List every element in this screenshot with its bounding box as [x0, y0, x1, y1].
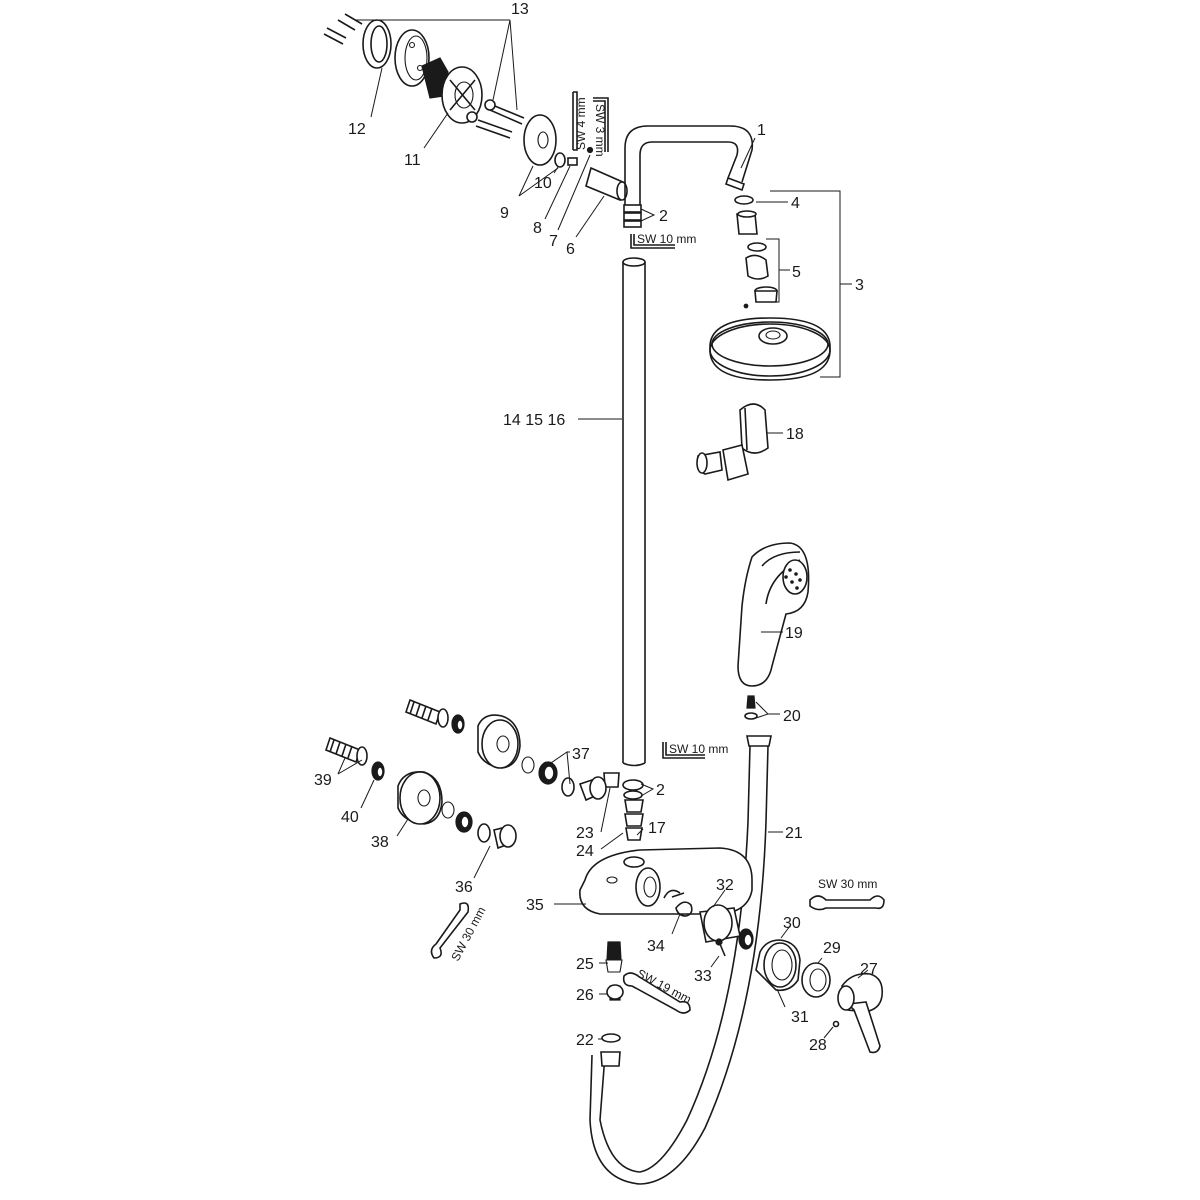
allen-key-10mm-mid: SW 10 mm: [662, 742, 728, 759]
callout-37: 37: [572, 746, 590, 763]
callout-27: 27: [860, 961, 878, 978]
callout-18: 18: [786, 426, 804, 443]
callout-19: 19: [785, 625, 803, 642]
riser-pipe: [622, 257, 646, 767]
shower-holder-slider: [696, 403, 769, 482]
callout-25: 25: [576, 956, 594, 973]
callout-12: 12: [348, 121, 366, 138]
callout-13: 13: [511, 1, 529, 18]
seal-washer: [601, 1033, 621, 1043]
callout-labels: 13 12 11 10 9 8 7 6 1 2 4 3 5 14 15 16 1…: [314, 1, 878, 1054]
callout-9: 9: [500, 205, 509, 222]
wrench-19mm: SW 19 mm: [622, 966, 694, 1014]
callout-39: 39: [314, 772, 332, 789]
stop-ring: [801, 962, 831, 998]
callout-4: 4: [791, 195, 800, 212]
tool-label-sw10-mid: SW 10 mm: [669, 742, 728, 756]
callout-33: 33: [694, 968, 712, 985]
callout-20: 20: [783, 708, 801, 725]
joint-insert: [745, 254, 769, 280]
tool-label-sw3: SW 3 mm: [593, 104, 607, 157]
shower-arm: [624, 125, 754, 205]
callout-7: 7: [549, 233, 558, 250]
hand-shower: [737, 542, 810, 687]
callout-5: 5: [792, 264, 801, 281]
hose-nut: [600, 1051, 621, 1067]
temperature-handle: [837, 972, 884, 1054]
o-ring: [554, 152, 566, 168]
pipe-connector: [603, 772, 644, 841]
callout-29: 29: [823, 940, 841, 957]
callout-1: 1: [757, 122, 766, 139]
callout-14-15-16: 14 15 16: [503, 412, 565, 429]
callout-30: 30: [783, 915, 801, 932]
callout-22: 22: [576, 1032, 594, 1049]
tool-label-sw30-left: SW 30 mm: [448, 904, 488, 963]
callout-2-mid: 2: [656, 782, 665, 799]
seal-ring: [734, 195, 754, 205]
callout-23: 23: [576, 825, 594, 842]
callout-36: 36: [455, 879, 473, 896]
thermostat-body: [579, 847, 753, 915]
callout-8: 8: [533, 220, 542, 237]
callout-21: 21: [785, 825, 803, 842]
overhead-shower-head: [709, 317, 831, 381]
callout-38: 38: [371, 834, 389, 851]
wall-bracket-assembly: [323, 13, 628, 202]
callout-6: 6: [566, 241, 575, 258]
callout-34: 34: [647, 938, 665, 955]
wrench-30mm-left: SW 30 mm: [430, 902, 489, 963]
tool-label-sw10-top: SW 10 mm: [637, 232, 696, 246]
callout-2-top: 2: [659, 208, 668, 225]
callout-17: 17: [648, 820, 666, 837]
leader-lines: [337, 19, 869, 1040]
callout-40: 40: [341, 809, 359, 826]
wrench-30mm-right: SW 30 mm: [809, 877, 885, 911]
hand-shower-filter: [744, 695, 758, 720]
fixing-screw: [489, 103, 525, 119]
callout-26: 26: [576, 987, 594, 1004]
small-screw: [586, 146, 594, 154]
allen-key-10mm-top: SW 10 mm: [630, 232, 696, 249]
callout-31: 31: [791, 1009, 809, 1026]
s-union-upper: [405, 698, 607, 802]
callout-28: 28: [809, 1037, 827, 1054]
pipe-nut: [623, 204, 642, 228]
check-valve: [605, 941, 624, 1001]
tool-label-sw4: SW 4 mm: [574, 97, 588, 150]
callout-3: 3: [855, 277, 864, 294]
callout-35: 35: [526, 897, 544, 914]
callout-32: 32: [716, 877, 734, 894]
allen-key-4mm: SW 4 mm: [572, 91, 588, 151]
allen-key-3mm: SW 3 mm: [593, 97, 609, 157]
s-union-lower: [325, 736, 517, 850]
callout-24: 24: [576, 843, 594, 860]
thermostat-cartridge: [699, 904, 754, 950]
overhead-shower-assembly: [709, 195, 831, 381]
grub-screw: [567, 157, 578, 166]
callout-11: 11: [404, 152, 421, 169]
cover-sleeve: [755, 939, 801, 992]
handle-screw: [832, 1020, 840, 1028]
screw: [323, 13, 363, 45]
callout-10: 10: [534, 175, 552, 192]
cartridge-screw: [715, 938, 726, 957]
tool-label-sw30-right: SW 30 mm: [818, 877, 877, 891]
shower-hose: [589, 735, 772, 1185]
